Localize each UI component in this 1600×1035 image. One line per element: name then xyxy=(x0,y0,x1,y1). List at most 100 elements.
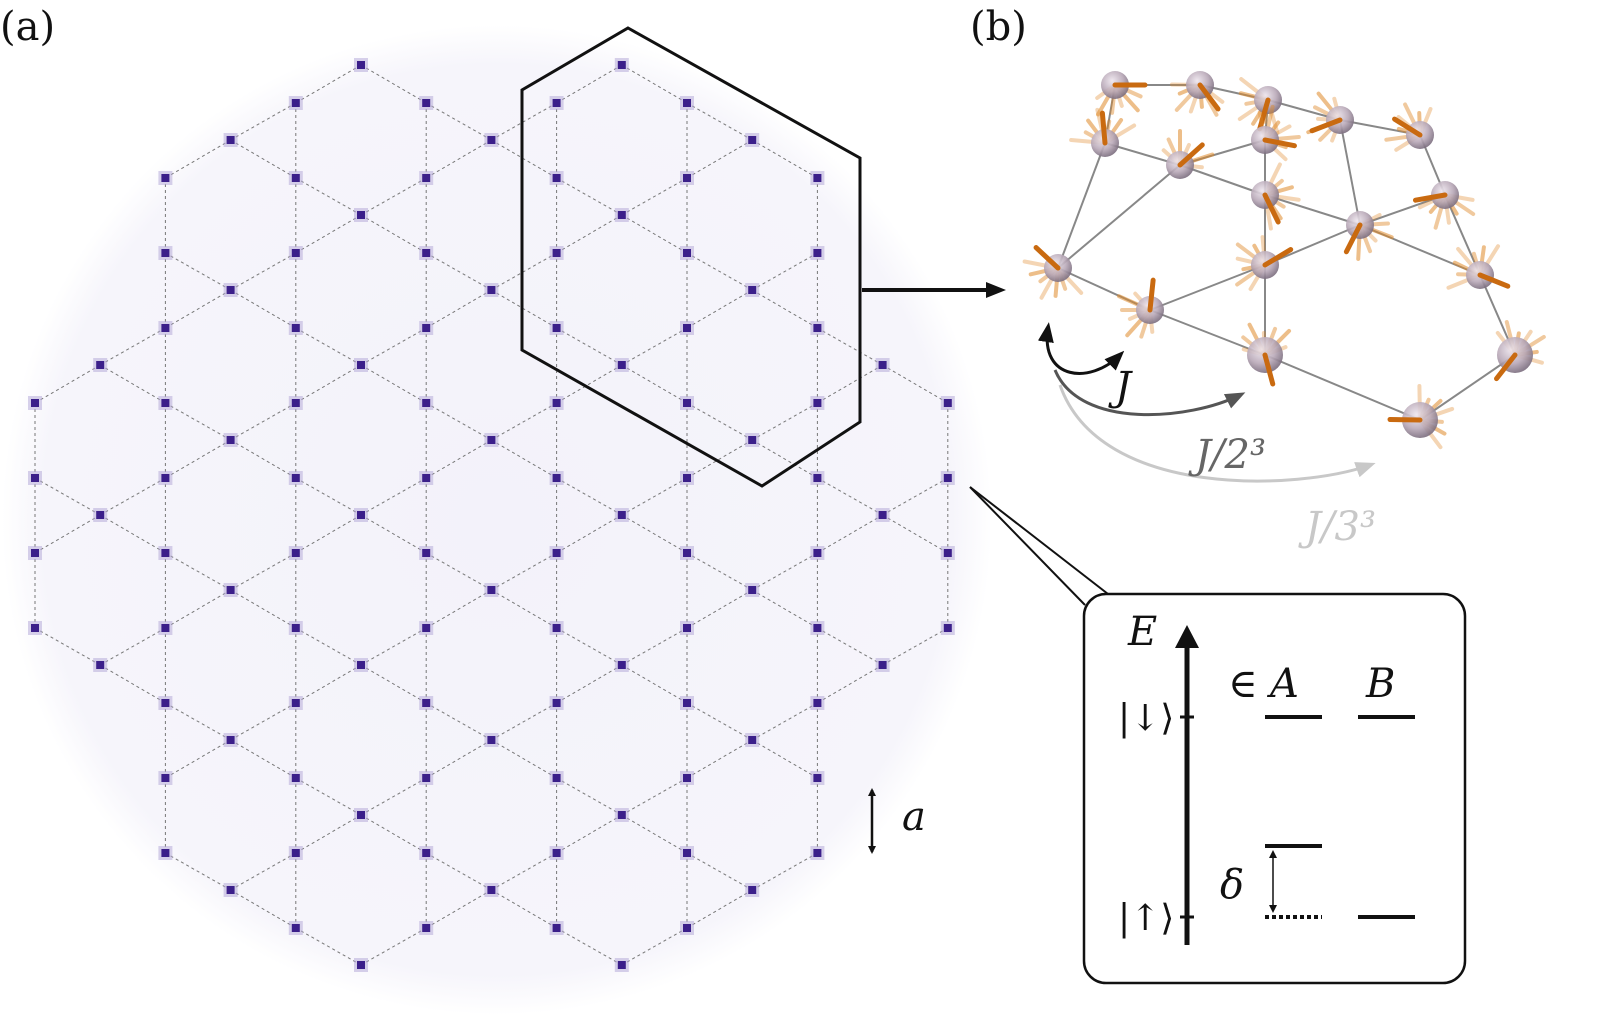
atom-site xyxy=(422,549,431,557)
atom-site xyxy=(31,624,39,632)
atom-site xyxy=(226,886,235,894)
atom-site xyxy=(813,699,822,707)
lattice-bond xyxy=(425,552,492,591)
atom-site xyxy=(422,474,431,482)
lattice-bond xyxy=(295,514,362,554)
energy-level-inset: E |↓⟩ |↑⟩ ∈ A B δ xyxy=(969,486,1467,985)
lattice-bond xyxy=(686,589,753,629)
atom-site xyxy=(161,249,170,257)
coupling-label-nnnn: J/3³ xyxy=(1298,504,1376,550)
atom-site xyxy=(813,849,822,857)
spin-vector-main xyxy=(1387,416,1423,423)
atom-site xyxy=(813,474,822,482)
atom-site xyxy=(748,886,757,894)
lattice-bond xyxy=(360,214,427,254)
lattice-bond xyxy=(230,252,297,291)
coupling-label-nnn: J/2³ xyxy=(1188,432,1266,478)
lattice-bond xyxy=(621,364,688,404)
lattice-bond xyxy=(686,739,753,779)
lattice-bond xyxy=(425,289,492,329)
spin-site xyxy=(1069,107,1137,157)
lattice-bonds xyxy=(34,64,949,966)
spin-bond xyxy=(1057,164,1181,269)
lattice-bond xyxy=(686,102,753,141)
atom-site xyxy=(226,136,235,144)
lattice-bond xyxy=(230,702,297,741)
atom-site xyxy=(161,624,170,632)
lattice-bond xyxy=(425,439,492,479)
atom-site xyxy=(683,99,691,107)
lattice-bond xyxy=(295,664,362,704)
atom-site xyxy=(487,736,496,744)
panel-a: a (a) xyxy=(0,4,1006,1015)
atom-site xyxy=(943,399,952,407)
lattice-bond xyxy=(425,852,492,891)
atom-site xyxy=(422,924,431,932)
atom-site xyxy=(617,61,626,69)
atom-site xyxy=(487,136,496,144)
atom-site xyxy=(552,99,561,107)
fluorescence-background xyxy=(2,25,992,1015)
lattice-bond xyxy=(34,364,101,404)
spin-bond xyxy=(1444,194,1481,276)
spin-site xyxy=(1241,322,1292,387)
spin-vector-main xyxy=(1147,277,1156,313)
lattice-bond xyxy=(817,327,883,366)
spin-vector-main xyxy=(1343,222,1363,255)
lattice-bond xyxy=(556,177,623,216)
spin-bond xyxy=(1057,142,1106,269)
coupling-arrow-nnn xyxy=(1053,369,1246,417)
sublattice-b-label: B xyxy=(1365,661,1395,707)
lattice-bond xyxy=(165,139,231,179)
atom-site xyxy=(683,624,691,632)
lattice-bond xyxy=(360,327,427,366)
atom-site xyxy=(226,736,235,744)
spin-vector-main xyxy=(1257,97,1271,132)
spin-bond xyxy=(1419,354,1516,421)
lattice-bond xyxy=(491,439,557,479)
atom-site xyxy=(291,99,300,107)
atom-site xyxy=(422,249,431,257)
lattice-bond xyxy=(295,64,362,104)
lattice-bond xyxy=(34,514,101,554)
spin-site xyxy=(1343,211,1394,261)
atom-site xyxy=(748,586,757,594)
atom-site xyxy=(617,661,626,669)
atom-site xyxy=(357,211,365,219)
inset-box xyxy=(1082,592,1467,985)
atom-site xyxy=(422,399,431,407)
atom-site xyxy=(683,549,691,557)
atom-site xyxy=(487,286,496,294)
spin-site xyxy=(1494,320,1546,382)
lattice-bond xyxy=(621,327,688,366)
spin-site xyxy=(1306,91,1354,143)
lattice-bond xyxy=(360,814,427,854)
spin-vector-main xyxy=(1477,272,1511,289)
atom-site xyxy=(552,849,561,857)
atom-site xyxy=(552,924,561,932)
lattice-bond xyxy=(686,252,753,291)
lattice-bond xyxy=(751,852,818,891)
lattice-bond xyxy=(491,889,557,929)
atom-site xyxy=(878,361,887,369)
lattice-bond xyxy=(230,402,297,441)
atom-site xyxy=(943,624,952,632)
energy-axis-label: E xyxy=(1127,609,1157,655)
spin-site xyxy=(1412,181,1476,230)
lattice-bond xyxy=(99,477,166,516)
lattice-bond xyxy=(686,402,753,441)
atom-site xyxy=(357,661,365,669)
spin-vector-main xyxy=(1262,192,1281,225)
atom-site xyxy=(813,174,822,182)
lattice-bond xyxy=(491,102,557,141)
spin-bond xyxy=(1264,354,1421,421)
lattice-bond xyxy=(491,289,557,329)
atom-site xyxy=(161,399,170,407)
lattice-bond xyxy=(751,589,818,629)
spin-site xyxy=(1095,71,1148,117)
lattice-bond xyxy=(556,214,623,254)
atom-site xyxy=(617,361,626,369)
lattice-bond xyxy=(165,439,231,479)
lattice-bond xyxy=(165,589,231,629)
detuning-label: δ xyxy=(1220,862,1244,908)
